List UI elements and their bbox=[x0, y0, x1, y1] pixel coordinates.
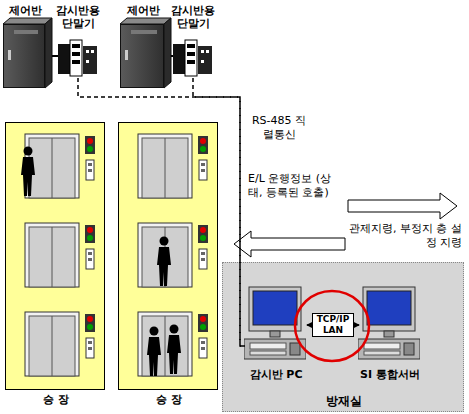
landing-band: 승 장 bbox=[118, 122, 218, 390]
monitor-pc: 감시반 PC bbox=[245, 286, 307, 364]
hollow-arrow bbox=[234, 193, 457, 257]
elevator-landing bbox=[138, 134, 208, 198]
integration-server: SI 통합서버 bbox=[359, 286, 421, 364]
hollow-arrow bbox=[348, 193, 457, 219]
cabinet-detail bbox=[125, 50, 128, 60]
node-label: 감시반용 단말기 bbox=[53, 4, 103, 30]
terminal-device bbox=[58, 44, 70, 74]
cabinet-detail bbox=[45, 18, 52, 88]
terminal-device bbox=[198, 46, 212, 74]
terminal-device bbox=[70, 40, 82, 76]
cabinet-detail bbox=[8, 50, 11, 60]
node-label: 제어반 bbox=[0, 4, 55, 17]
cabinet-detail bbox=[3, 18, 171, 88]
flow-note: 관제지령, 부정지 층 설정 지령 bbox=[342, 222, 462, 250]
cabinet-detail bbox=[3, 18, 52, 24]
elevator-landing bbox=[25, 312, 95, 376]
node-label: 승 장 bbox=[119, 393, 219, 406]
passenger-figure bbox=[147, 327, 161, 377]
terminal-device bbox=[206, 50, 209, 53]
computer-icon bbox=[244, 287, 306, 359]
elevator-landing bbox=[138, 223, 208, 287]
passenger-figure bbox=[157, 237, 171, 287]
terminal-device bbox=[83, 46, 97, 74]
node-label: 방재실 bbox=[223, 395, 465, 408]
terminal-device bbox=[187, 52, 195, 56]
cabinet-detail bbox=[120, 18, 171, 24]
monitor-terminal: 감시반용 단말기 bbox=[173, 38, 213, 78]
terminal-device bbox=[72, 52, 80, 56]
serial-line bbox=[193, 78, 245, 346]
terminal-device bbox=[86, 60, 89, 63]
node-label: 제어반 bbox=[113, 4, 173, 17]
cabinet-detail bbox=[131, 30, 157, 34]
node-label: 감시반 PC bbox=[231, 368, 321, 381]
highlight-circle bbox=[295, 291, 369, 361]
serial-line bbox=[78, 78, 245, 346]
terminal-device bbox=[52, 55, 58, 57]
control-panel: 제어반 bbox=[3, 24, 45, 88]
elevator-landing bbox=[25, 134, 208, 376]
node-label: SI 통합서버 bbox=[345, 368, 435, 381]
terminal-device bbox=[91, 50, 94, 53]
cabinet-detail bbox=[14, 30, 38, 34]
elevator-landing bbox=[138, 312, 208, 376]
computer-icon bbox=[358, 287, 420, 359]
terminal-device bbox=[173, 44, 185, 74]
terminal-device bbox=[52, 40, 212, 76]
elevator-landing bbox=[25, 223, 95, 287]
connector-label: RS-485 직렬통신 bbox=[248, 114, 310, 142]
terminal-device bbox=[185, 40, 197, 76]
hollow-arrow bbox=[234, 231, 345, 257]
terminal-device bbox=[201, 50, 204, 53]
terminal-device bbox=[187, 44, 195, 48]
passenger-figure bbox=[21, 147, 181, 377]
passenger-figure bbox=[167, 325, 181, 375]
control-panel: 제어반 bbox=[120, 24, 164, 88]
terminal-device bbox=[86, 50, 89, 53]
lan-link bbox=[307, 324, 359, 326]
terminal-device bbox=[171, 55, 173, 57]
elevator-landing bbox=[25, 134, 95, 198]
node-label: 승 장 bbox=[6, 393, 106, 406]
passenger-figure bbox=[21, 147, 35, 197]
control-room: 방재실 감시반 PC SI 통합서버 bbox=[222, 262, 464, 412]
terminal-device bbox=[201, 60, 204, 63]
computer-icon bbox=[244, 287, 420, 359]
cabinet-detail bbox=[164, 18, 171, 88]
terminal-device bbox=[72, 60, 80, 64]
node-label: 감시반용 단말기 bbox=[168, 4, 218, 30]
terminal-device bbox=[187, 60, 195, 64]
terminal-device bbox=[72, 44, 80, 48]
landing-band: 승 장 bbox=[5, 122, 105, 390]
monitor-terminal: 감시반용 단말기 bbox=[58, 38, 98, 78]
flow-note: E/L 운행정보 (상태, 등록된 호출) bbox=[248, 172, 344, 200]
